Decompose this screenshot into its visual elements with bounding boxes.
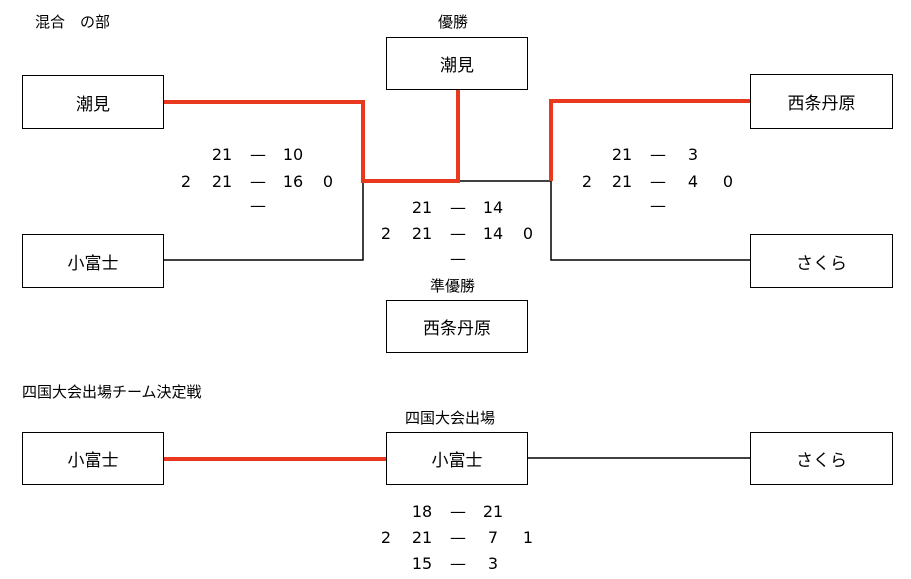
score-b: 21	[211, 172, 233, 191]
team-name: 西条丹原	[787, 94, 856, 114]
team-box-left-bottom: 小富士	[22, 234, 164, 288]
team-name: さくら	[796, 253, 847, 274]
score-dash: —	[450, 554, 466, 573]
score-c: 4	[687, 172, 699, 191]
score-a: 2	[380, 224, 392, 243]
team-name: さくら	[796, 451, 847, 471]
score-dash: —	[250, 172, 266, 191]
runner-up-box: 西条丹原	[386, 300, 528, 353]
champion-label: 優勝	[438, 13, 469, 31]
score-c: 14	[482, 224, 504, 243]
line-right-bottom	[550, 181, 751, 261]
score-d: 0	[722, 172, 734, 191]
score-dash: —	[250, 196, 266, 215]
score-b: 18	[411, 502, 433, 521]
score-c: 3	[487, 554, 499, 573]
team-name: 小富士	[67, 253, 119, 274]
score-a: 2	[180, 172, 192, 191]
score-dash: —	[650, 172, 666, 191]
score-a: 2	[380, 528, 392, 547]
team-name: 小富士	[67, 451, 119, 471]
team-name: 潮見	[76, 94, 110, 115]
score-b: 21	[411, 198, 433, 217]
winner-line-left	[163, 90, 460, 183]
playoff-winner-label: 四国大会出場	[405, 409, 496, 427]
score-c: 16	[282, 172, 304, 191]
score-b: 21	[611, 172, 633, 191]
score-c: 3	[687, 145, 699, 164]
team-box-playoff-right: さくら	[750, 432, 893, 485]
team-box-right-top: 西条丹原	[750, 74, 893, 129]
score-b: 21	[411, 224, 433, 243]
score-dash: —	[250, 145, 266, 164]
score-dash: —	[650, 145, 666, 164]
team-box-playoff-left: 小富士	[22, 432, 164, 485]
score-d: 1	[522, 528, 534, 547]
champion-name: 潮見	[440, 56, 474, 76]
score-b: 21	[211, 145, 233, 164]
champion-box: 潮見	[386, 37, 528, 90]
team-name: 小富士	[431, 451, 483, 471]
team-box-left-top: 潮見	[22, 75, 164, 129]
score-c: 14	[482, 198, 504, 217]
line-left-bottom	[163, 181, 364, 261]
score-dash: —	[450, 528, 466, 547]
score-d: 0	[522, 224, 534, 243]
score-dash: —	[450, 249, 466, 268]
runner-up-label: 準優勝	[430, 277, 476, 295]
team-box-right-bottom: さくら	[750, 234, 893, 288]
score-c: 7	[487, 528, 499, 547]
section-title-playoff: 四国大会出場チーム決定戦	[22, 383, 202, 401]
score-b: 21	[611, 145, 633, 164]
winner-line-right	[549, 99, 751, 181]
playoff-winner-box: 小富士	[386, 432, 528, 485]
score-d: 0	[322, 172, 334, 191]
score-c: 10	[282, 145, 304, 164]
score-a: 2	[581, 172, 593, 191]
score-dash: —	[450, 224, 466, 243]
score-dash: —	[650, 196, 666, 215]
score-c: 21	[482, 502, 504, 521]
score-dash: —	[450, 502, 466, 521]
score-b: 21	[411, 528, 433, 547]
score-dash: —	[450, 198, 466, 217]
runner-up-name: 西条丹原	[423, 319, 491, 339]
section-title-mixed: 混合 の部	[35, 13, 111, 31]
score-b: 15	[411, 554, 433, 573]
